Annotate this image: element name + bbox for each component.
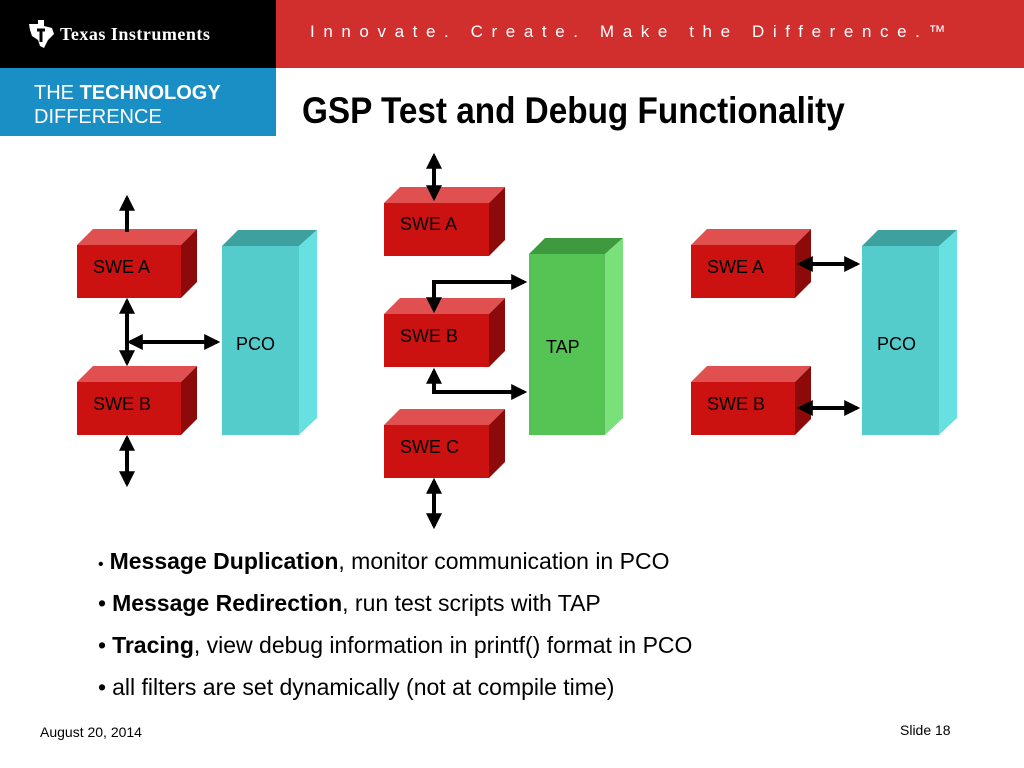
tagline-line1: THE TECHNOLOGY <box>34 82 221 105</box>
bullet-dot: • <box>98 674 107 700</box>
slogan-bar: Innovate. Create. Make the Difference.™ <box>276 0 1024 68</box>
right-swe-b-label: SWE B <box>707 394 765 414</box>
bullet-list: •Message Duplication, monitor communicat… <box>98 546 692 714</box>
tap-box: TAP <box>529 238 623 435</box>
left-swe-b-box: SWE B <box>77 366 197 435</box>
tap-to-swe-b-arrow <box>426 274 528 314</box>
swe-b-to-tap-arrow <box>426 367 528 400</box>
left-pco-label: PCO <box>236 334 275 354</box>
bullet-bold: Message Redirection <box>112 590 343 616</box>
right-swe-a-label: SWE A <box>707 257 764 277</box>
footer-date: August 20, 2014 <box>40 724 142 740</box>
middle-swe-b-label: SWE B <box>400 326 458 346</box>
company-name: Texas Instruments <box>60 24 211 44</box>
left-swe-a-box: SWE A <box>77 229 197 298</box>
tagline-bold: TECHNOLOGY <box>79 82 221 104</box>
bullet-text: all filters are set dynamically (not at … <box>112 674 615 700</box>
bullet-text: , view debug information in printf() for… <box>193 632 693 658</box>
bullet-item: • Message Duplication, monitor communicat… <box>98 546 692 588</box>
bullet-item: •all filters are set dynamically (not at… <box>98 672 692 714</box>
middle-swe-c-box: SWE C <box>384 409 505 478</box>
bullet-bold: Tracing <box>112 632 194 658</box>
bullet-bold: Message Duplication <box>109 548 339 574</box>
slogan: Innovate. Create. Make the Difference.™ <box>310 22 955 41</box>
bullet-text: , monitor communication in PCO <box>338 548 670 574</box>
tap-label: TAP <box>546 337 580 357</box>
tagline-prefix: THE <box>34 82 80 104</box>
bullet-item: •Message Redirection, run test scripts w… <box>98 588 692 630</box>
left-swe-b-label: SWE B <box>93 394 151 414</box>
bullet-item: •Tracing, view debug information in prin… <box>98 630 692 672</box>
tagline-line2: DIFFERENCE <box>34 106 162 128</box>
right-pco-box: PCO <box>862 230 957 435</box>
bullet-dot: • <box>98 590 107 616</box>
bullet-text: , run test scripts with TAP <box>342 590 601 616</box>
slide-title: GSP Test and Debug Functionality <box>302 90 845 131</box>
bullet-dot: • <box>98 632 107 658</box>
right-pco-label: PCO <box>877 334 916 354</box>
middle-swe-a-label: SWE A <box>400 214 457 234</box>
middle-swe-c-label: SWE C <box>400 437 459 457</box>
slide-number: Slide 18 <box>900 722 951 738</box>
left-pco-box: PCO <box>222 230 317 435</box>
bullet-dot: • <box>98 556 104 573</box>
right-swe-b-box: SWE B <box>691 366 811 435</box>
middle-swe-b-box: SWE B <box>384 298 505 367</box>
left-swe-a-label: SWE A <box>93 257 150 277</box>
texas-state-logo-icon <box>29 20 54 48</box>
right-swe-a-box: SWE A <box>691 229 811 298</box>
tagline-bar <box>0 68 276 136</box>
middle-swe-a-box: SWE A <box>384 187 505 256</box>
